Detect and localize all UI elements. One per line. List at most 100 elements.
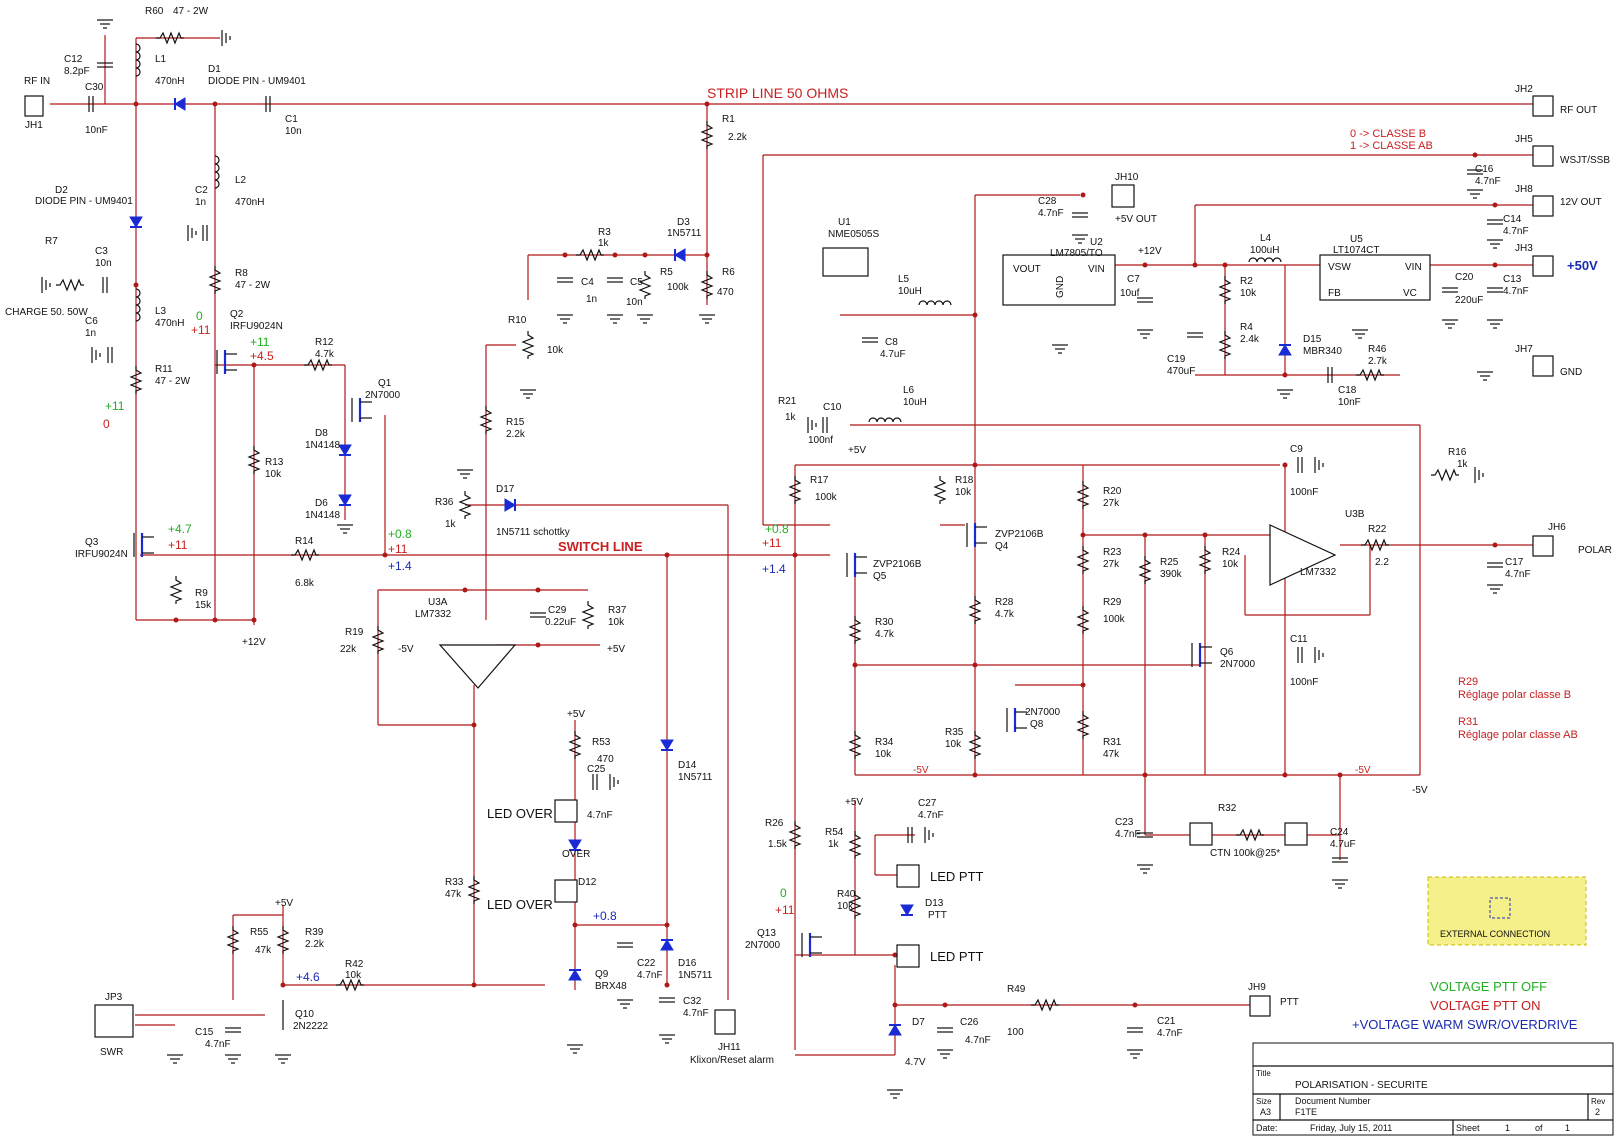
date-value: Friday, July 15, 2011 xyxy=(1310,1123,1392,1133)
r26-val: 1.5k xyxy=(768,839,788,850)
v-q13-11: +11 xyxy=(775,903,795,917)
u5-vin: VIN xyxy=(1405,262,1422,273)
c6-ref: C6 xyxy=(85,316,98,327)
r21-ref: R21 xyxy=(778,396,797,407)
jh3-name: +50V xyxy=(1567,258,1598,273)
d2-ref: D2 xyxy=(55,185,68,196)
d16-ref: D16 xyxy=(678,958,697,969)
q3-val: IRFU9024N xyxy=(75,549,128,560)
c24-ref: C24 xyxy=(1330,827,1349,838)
c30-val: 10nF xyxy=(85,125,108,136)
r16-val: 1k xyxy=(1457,459,1469,470)
u3b-val: LM7332 xyxy=(1300,567,1337,578)
c8-ref: C8 xyxy=(885,337,898,348)
size-value: A3 xyxy=(1260,1107,1271,1117)
r28-ref: R28 xyxy=(995,597,1014,608)
l2-val: 470nH xyxy=(235,197,264,208)
p5v-q10: +5V xyxy=(275,898,293,909)
jh6-name: POLAR xyxy=(1578,545,1612,556)
c5-val: 10n xyxy=(626,297,643,308)
size-label: Size xyxy=(1256,1097,1272,1106)
r40-val: 10k xyxy=(837,901,854,912)
c11-ref: C11 xyxy=(1290,634,1308,645)
r12-ref: R12 xyxy=(315,337,334,348)
r37-val: 10k xyxy=(608,617,625,628)
d17-val: 1N5711 schottky xyxy=(496,527,570,538)
jh1-name: RF IN xyxy=(24,76,50,87)
c11-val: 100nF xyxy=(1290,677,1318,688)
r25-ref: R25 xyxy=(1160,557,1179,568)
c16-ref: C16 xyxy=(1475,164,1494,175)
v-q3-11: +11 xyxy=(168,538,188,552)
c20-ref: C20 xyxy=(1455,272,1474,283)
l5-ref: L5 xyxy=(898,274,910,285)
r39-ref: R39 xyxy=(305,927,324,938)
strip-line-label: STRIP LINE 50 OHMS xyxy=(707,85,848,101)
r5-ref: R5 xyxy=(660,267,673,278)
c32-val: 4.7nF xyxy=(683,1008,709,1019)
r26-ref: R26 xyxy=(765,818,784,829)
u5-fb: FB xyxy=(1328,288,1341,299)
d15-ref: D15 xyxy=(1303,334,1322,345)
c4-ref: C4 xyxy=(581,277,594,288)
title-block: Title POLARISATION - SECURITE Size A3 Do… xyxy=(1252,1042,1614,1136)
jh8-name: 12V OUT xyxy=(1560,197,1602,208)
c1-val: 10n xyxy=(285,126,302,137)
v-q2-11: +11 xyxy=(191,323,211,337)
c13-val: 4.7nF xyxy=(1503,286,1529,297)
r10-ref: R10 xyxy=(508,315,527,326)
c21-ref: C21 xyxy=(1157,1016,1176,1027)
c9-val: 100nF xyxy=(1290,487,1318,498)
d3-val: 1N5711 xyxy=(667,228,702,239)
d6-ref: D6 xyxy=(315,498,328,509)
v-q2-0: 0 xyxy=(196,309,203,323)
l6-val: 10uH xyxy=(903,397,927,408)
r30-val: 4.7k xyxy=(875,629,895,640)
legend-external: EXTERNAL CONNECTION xyxy=(1440,929,1550,939)
r4-val: 2.4k xyxy=(1240,334,1260,345)
c16-val: 4.7nF xyxy=(1475,176,1501,187)
m5v-end: -5V xyxy=(1412,785,1428,796)
r49-val: 100 xyxy=(1007,1027,1024,1038)
classe-b-label: 0 -> CLASSE B xyxy=(1350,128,1426,140)
jp3-name: SWR xyxy=(100,1047,123,1058)
r15-val: 2.2k xyxy=(506,429,526,440)
d12-ref: D12 xyxy=(578,877,597,888)
m5v-right: -5V xyxy=(1355,765,1371,776)
r30-ref: R30 xyxy=(875,617,894,628)
q8-ref: Q8 xyxy=(1030,719,1044,730)
r24-val: 10k xyxy=(1222,559,1239,570)
symbols xyxy=(24,19,1587,1099)
d15-val: MBR340 xyxy=(1303,346,1342,357)
l1-val: 470nH xyxy=(155,76,184,87)
l4-ref: L4 xyxy=(1260,233,1272,244)
jh2-ref: JH2 xyxy=(1515,84,1533,95)
u2-ref: U2 xyxy=(1090,237,1103,248)
docnum-label: Document Number xyxy=(1295,1096,1371,1106)
switch-line-label: SWITCH LINE xyxy=(558,539,643,554)
jp3-ref: JP3 xyxy=(105,992,123,1003)
r17-ref: R17 xyxy=(810,475,829,486)
d1-val: DIODE PIN - UM9401 xyxy=(208,76,306,87)
c25-ref: C25 xyxy=(587,764,606,775)
r24-ref: R24 xyxy=(1222,547,1241,558)
c6-val: 1n xyxy=(85,328,96,339)
d13-val: PTT xyxy=(928,910,947,921)
led-ptt-2: LED PTT xyxy=(930,949,984,964)
jh9-name: PTT xyxy=(1280,997,1299,1008)
c1-ref: C1 xyxy=(285,114,298,125)
q13-ref: Q13 xyxy=(757,928,776,939)
c25-val: 4.7nF xyxy=(587,810,613,821)
d8-val: 1N4148 xyxy=(305,440,340,451)
r34-ref: R34 xyxy=(875,737,894,748)
c8-val: 4.7uF xyxy=(880,349,906,360)
c27-ref: C27 xyxy=(918,798,937,809)
q1-val: 2N7000 xyxy=(365,390,400,401)
q3-ref: Q3 xyxy=(85,537,99,548)
c12-val: 8.2pF xyxy=(64,66,90,77)
r32-val: CTN 100k@25* xyxy=(1210,848,1280,859)
v-sw2-08: +0.8 xyxy=(765,522,789,536)
led-over-1: LED OVER xyxy=(487,806,553,821)
p5v-r17: +5V xyxy=(848,445,866,456)
legend-ptt-off: VOLTAGE PTT OFF xyxy=(1430,979,1547,994)
